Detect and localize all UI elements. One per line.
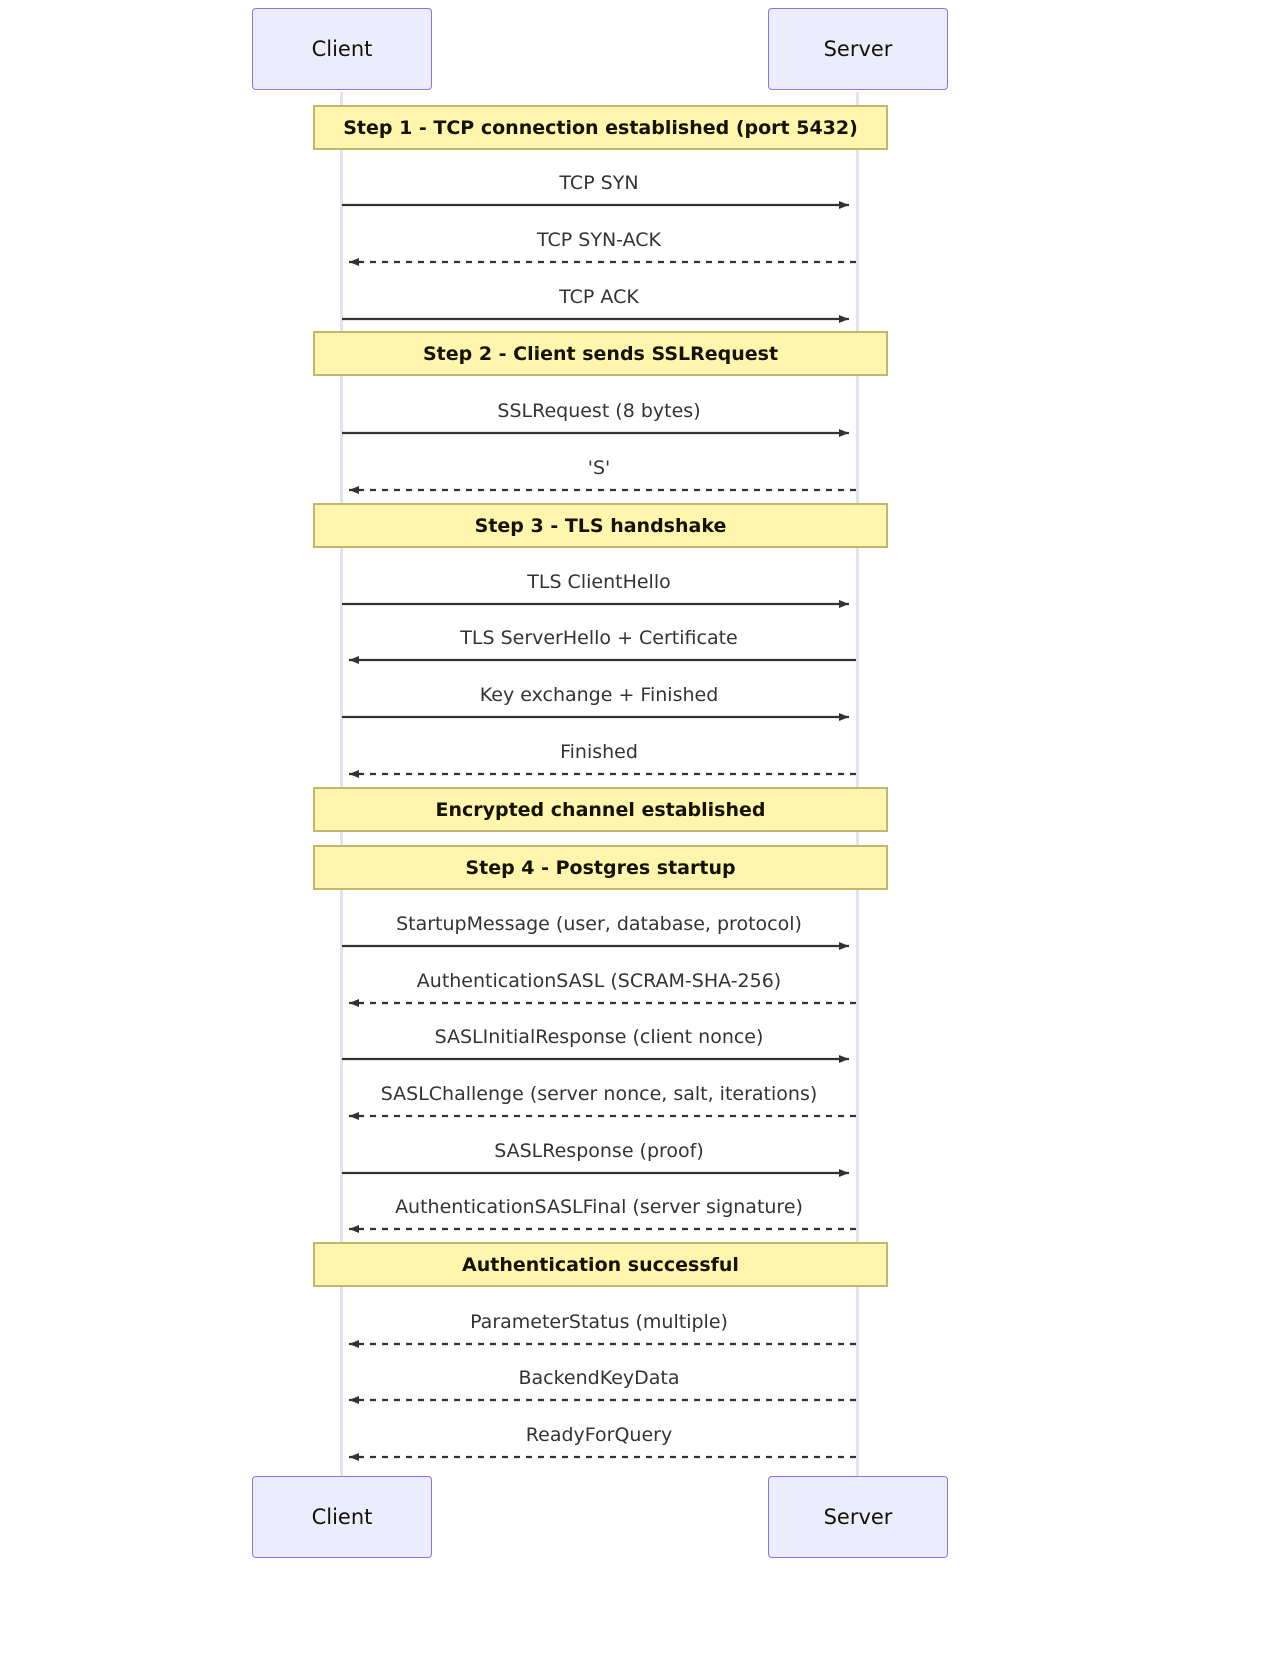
actor-label-client-top: Client	[311, 37, 373, 61]
message-label: TLS ClientHello	[527, 571, 671, 593]
message-label: SSLRequest (8 bytes)	[497, 400, 701, 422]
actor-label-client-bottom: Client	[311, 1505, 373, 1529]
actor-box-client-top[interactable]: Client	[252, 8, 432, 90]
message-label: ReadyForQuery	[525, 1424, 673, 1446]
message-label: TCP SYN-ACK	[537, 229, 661, 251]
note-box: Encrypted channel established	[313, 787, 888, 832]
actor-label-server-top: Server	[823, 37, 893, 61]
note-box: Step 3 - TLS handshake	[313, 503, 888, 548]
note-box: Authentication successful	[313, 1242, 888, 1287]
message-label: SASLResponse (proof)	[494, 1140, 704, 1162]
lifeline-server	[856, 92, 859, 1476]
message-label: SASLChallenge (server nonce, salt, itera…	[380, 1083, 818, 1105]
message-label: SASLInitialResponse (client nonce)	[434, 1026, 764, 1048]
message-label: TLS ServerHello + Certificate	[460, 627, 738, 649]
actor-box-server-bottom[interactable]: Server	[768, 1476, 948, 1558]
note-box: Step 2 - Client sends SSLRequest	[313, 331, 888, 376]
message-label: TCP ACK	[559, 286, 639, 308]
message-label: AuthenticationSASLFinal (server signatur…	[395, 1196, 803, 1218]
lifeline-client	[340, 92, 343, 1476]
note-box: Step 4 - Postgres startup	[313, 845, 888, 890]
note-text: Authentication successful	[462, 1253, 739, 1276]
note-text: Step 1 - TCP connection established (por…	[343, 116, 858, 139]
note-box: Step 1 - TCP connection established (por…	[313, 105, 888, 150]
message-label: 'S'	[587, 457, 611, 479]
note-text: Step 4 - Postgres startup	[465, 856, 736, 879]
actor-box-client-bottom[interactable]: Client	[252, 1476, 432, 1558]
message-label: AuthenticationSASL (SCRAM-SHA-256)	[416, 970, 782, 992]
actor-box-server-top[interactable]: Server	[768, 8, 948, 90]
message-label: TCP SYN	[559, 172, 639, 194]
message-label: StartupMessage (user, database, protocol…	[396, 913, 802, 935]
message-label: Key exchange + Finished	[479, 684, 719, 706]
note-text: Encrypted channel established	[435, 798, 766, 821]
note-text: Step 2 - Client sends SSLRequest	[422, 342, 779, 365]
message-label: Finished	[560, 741, 638, 763]
actor-label-server-bottom: Server	[823, 1505, 893, 1529]
message-label: BackendKeyData	[518, 1367, 680, 1389]
message-label: ParameterStatus (multiple)	[470, 1311, 728, 1333]
note-text: Step 3 - TLS handshake	[474, 514, 727, 537]
